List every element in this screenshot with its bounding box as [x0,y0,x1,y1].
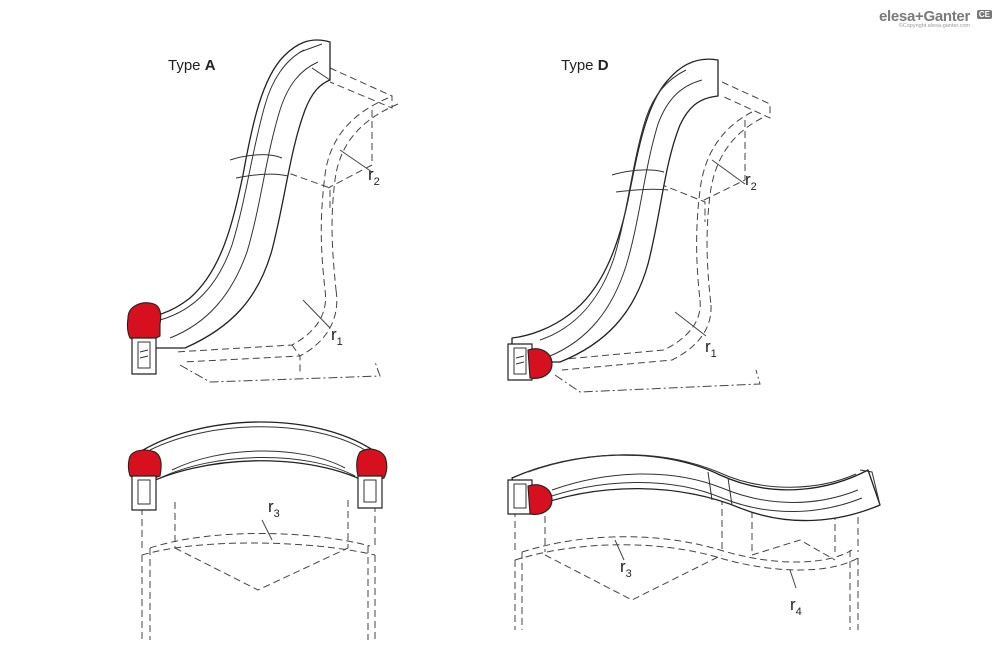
type-a-top-bulb [126,302,162,342]
type-a-top-seal [126,39,331,375]
type-d-bottom-seal [507,454,881,522]
type-a-bottom-figure: r3 [127,421,388,640]
type-d-r2-label: r2 [745,170,757,193]
type-a-label: Type A [168,57,216,74]
brand-logo: elesa+Ganter ©Copyright elesa-ganter.com… [878,8,992,29]
type-a-top-panel-edge [174,67,399,383]
type-d-label: Type D [561,57,609,74]
type-d-bottom-figure: r3 r4 [507,454,881,630]
type-a-bottom-panel-edge [141,500,376,640]
type-a-r1-label: r1 [331,325,343,348]
type-a-bottom-bulb-right [356,448,388,481]
type-d-top-seal [507,58,719,381]
type-d-bottom-panel-edge [514,495,859,630]
type-d-top-panel-edge [554,81,771,393]
type-d-r4-label: r4 [790,595,802,618]
type-d-r3-label: r3 [620,557,632,580]
type-a-r2-label: r2 [368,165,380,188]
type-a-bottom-seal [127,421,388,511]
type-d-top-bulb [527,348,553,379]
brand-copyright: ©Copyright elesa-ganter.com [898,23,970,29]
type-a-bottom-bulb-left [127,449,162,480]
ce-mark: CE [976,10,992,19]
type-d-r1-label: r1 [705,337,717,360]
brand-name: elesa+Ganter [878,8,970,25]
type-a-top-figure: Type A r2 r1 [126,39,399,383]
type-a-r3-label: r3 [268,497,280,520]
type-d-bottom-bulb [527,484,553,515]
type-d-top-figure: Type D r2 r1 [507,57,771,393]
